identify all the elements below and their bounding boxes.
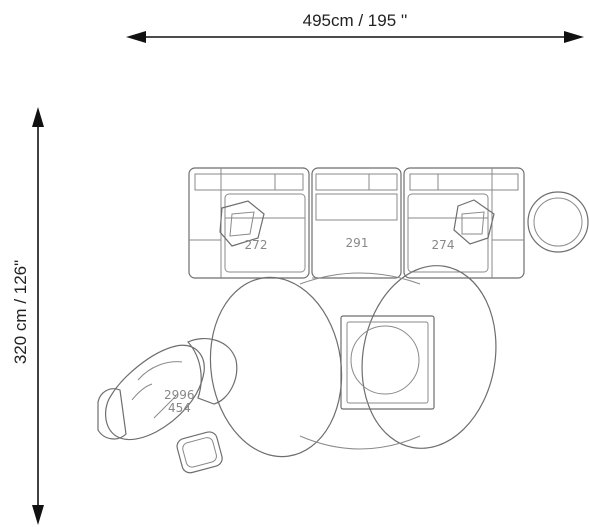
- width-label: 495cm / 195 '': [303, 11, 408, 30]
- width-dimension: 495cm / 195 '': [126, 11, 584, 43]
- sofa-module-right: 274: [403, 167, 525, 279]
- cushion-icon: [219, 200, 265, 247]
- sofa-left-code: 272: [245, 238, 268, 252]
- sofa-right-code: 274: [432, 238, 455, 252]
- sofa-module-left: 272: [188, 167, 310, 279]
- rug-left: [209, 276, 343, 458]
- rug-outline: [299, 272, 421, 450]
- armchair-code-bottom: 454: [168, 401, 191, 415]
- footstool: [176, 431, 223, 474]
- armchair: 2996 454: [97, 338, 238, 441]
- round-side-table: [527, 191, 589, 253]
- height-label: 320 cm / 126": [11, 260, 30, 364]
- cushion-icon: [453, 199, 495, 245]
- armchair-code-top: 2996: [164, 388, 195, 402]
- height-dimension: 320 cm / 126": [11, 107, 44, 525]
- sofa-module-middle: 291: [311, 167, 402, 279]
- coffee-table: [340, 315, 435, 410]
- sofa-middle-code: 291: [346, 236, 369, 250]
- rug-right: [361, 265, 497, 449]
